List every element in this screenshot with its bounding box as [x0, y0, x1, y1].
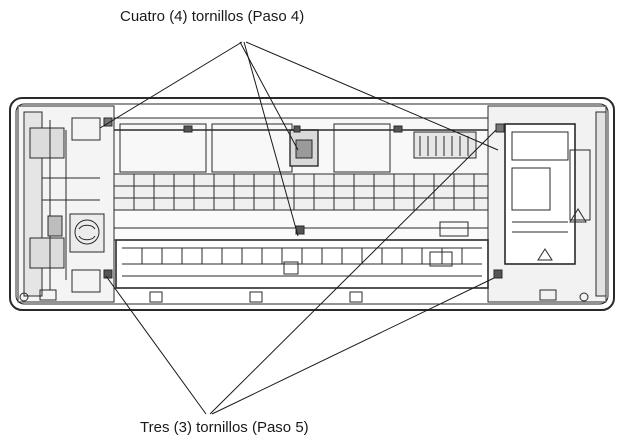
bottom-mounting-tabs: [19, 269, 589, 303]
top-callout-leaders: [99, 41, 499, 237]
callout-label-three-screws-step-5: Tres (3) tornillos (Paso 5): [140, 419, 309, 436]
left-end-panel: [17, 105, 115, 303]
lower-louver-panel: [115, 239, 489, 289]
unit-inner-frame: [15, 103, 609, 305]
right-end-panel: [487, 105, 607, 303]
pipe-outlet-circle: [74, 219, 100, 245]
callout-label-four-screws-step-4: Cuatro (4) tornillos (Paso 4): [120, 8, 305, 25]
bottom-callout-leaders: [105, 129, 497, 415]
heat-exchanger-top: [113, 117, 489, 175]
warning-triangle-icon-2: [537, 248, 553, 261]
unit-outer-frame: [9, 97, 615, 311]
blower-area: [113, 209, 489, 241]
fin-grille-band: [113, 173, 489, 211]
warning-triangle-icon: [569, 208, 587, 223]
